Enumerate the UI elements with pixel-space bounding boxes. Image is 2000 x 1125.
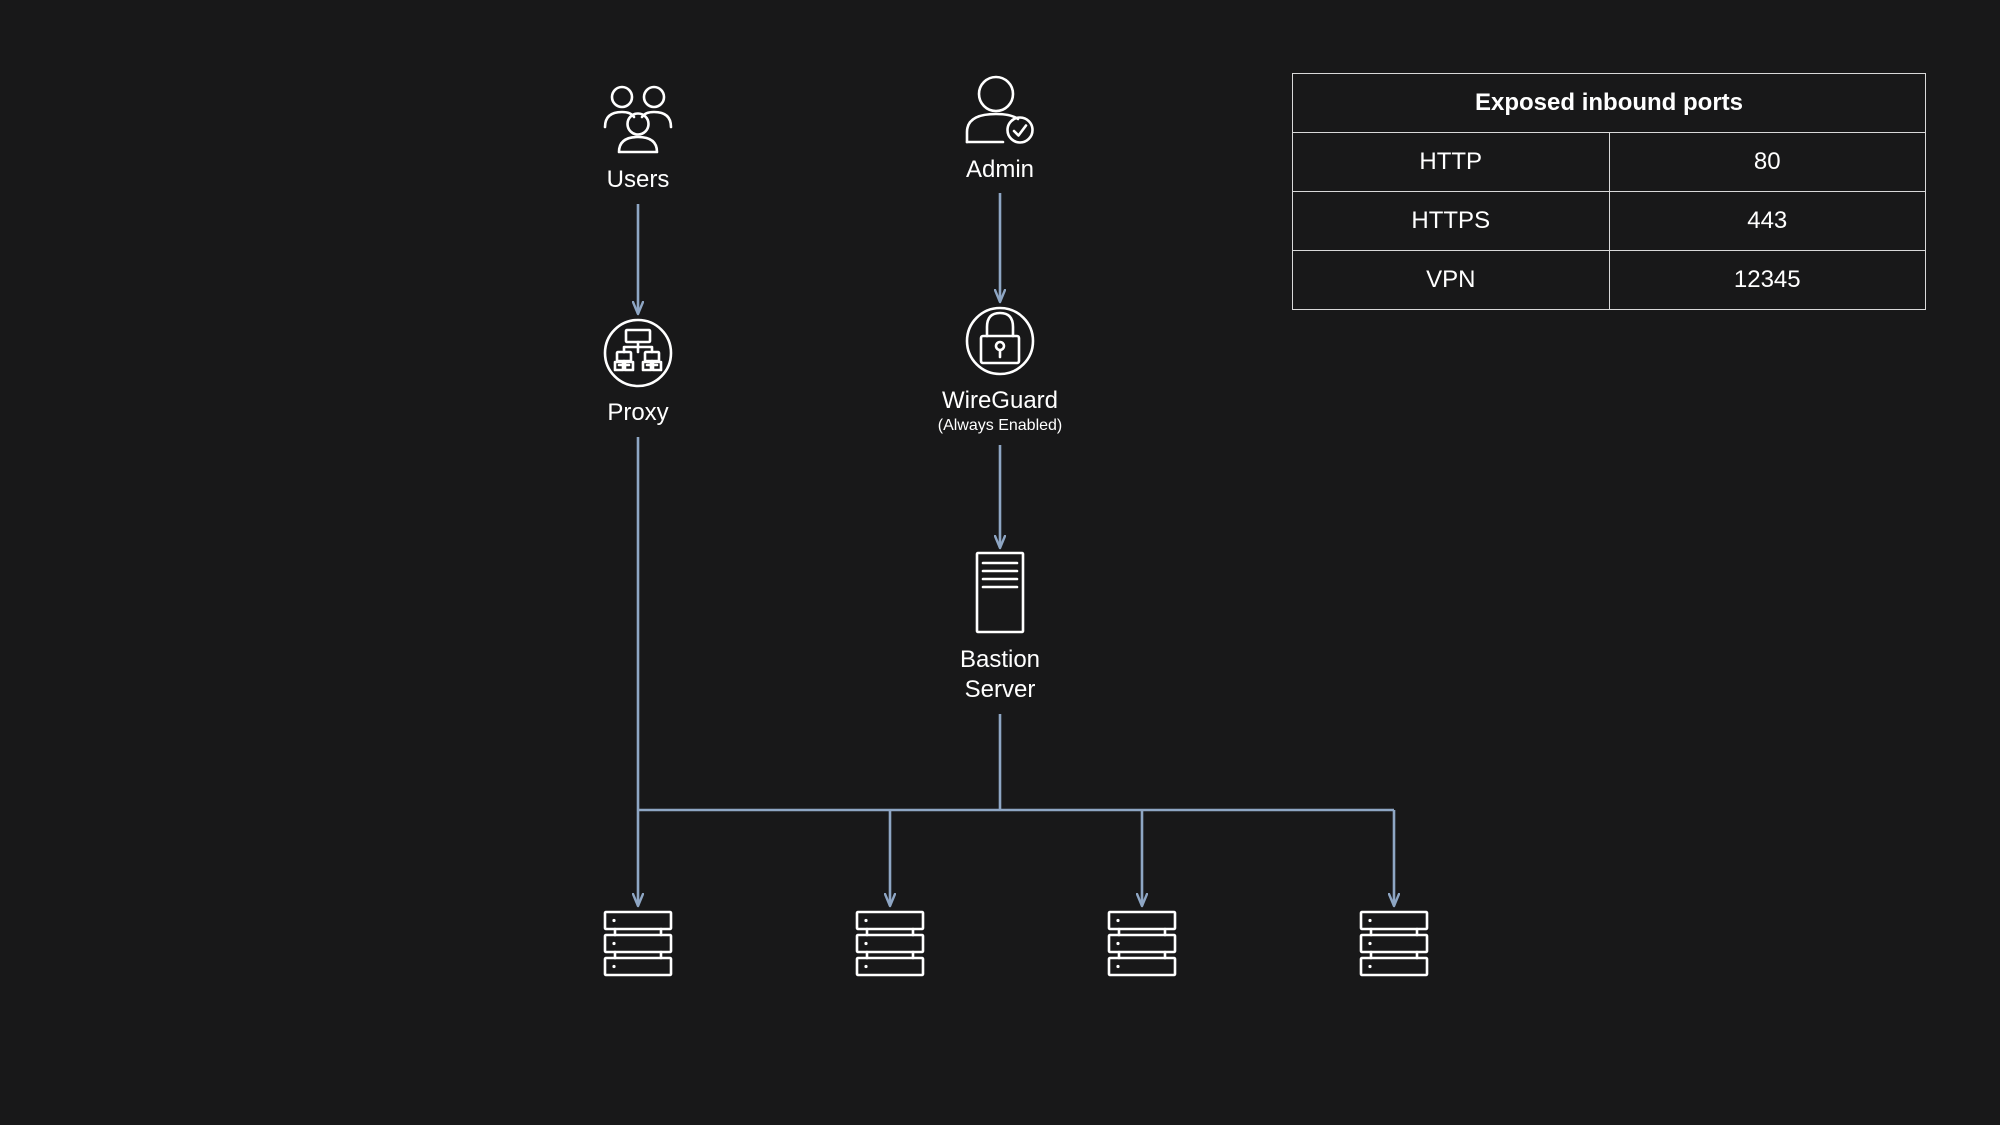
server-tower-icon — [975, 551, 1025, 634]
server-stack-icon — [1359, 910, 1429, 977]
table-row: VPN 12345 — [1292, 250, 1926, 310]
network-hierarchy-icon — [603, 318, 673, 388]
connectors — [638, 193, 1394, 906]
bastion-label-line-1: Bastion — [959, 646, 1041, 673]
server-stack-icon — [1107, 910, 1177, 977]
wireguard-label: WireGuard — [941, 387, 1059, 414]
users-label: Users — [606, 166, 670, 193]
table-title: Exposed inbound ports — [1292, 73, 1926, 133]
bastion-label-line-2: Server — [964, 676, 1036, 703]
admin-label: Admin — [965, 156, 1035, 183]
port-cell: 12345 — [1608, 250, 1926, 310]
protocol-cell: VPN — [1292, 250, 1610, 310]
port-cell: 80 — [1608, 132, 1926, 192]
table-header-row: Exposed inbound ports — [1292, 73, 1926, 133]
server-stack-icon — [603, 910, 673, 977]
protocol-cell: HTTPS — [1292, 191, 1610, 251]
table-row: HTTPS 443 — [1292, 191, 1926, 251]
server-stack-icon — [855, 910, 925, 977]
wireguard-sublabel: (Always Enabled) — [937, 417, 1063, 434]
port-cell: 443 — [1608, 191, 1926, 251]
table-row: HTTP 80 — [1292, 132, 1926, 192]
users-group-icon — [603, 85, 673, 154]
admin-user-check-icon — [965, 75, 1034, 144]
protocol-cell: HTTP — [1292, 132, 1610, 192]
target-servers — [603, 910, 1429, 977]
exposed-ports-table: Exposed inbound ports HTTP 80 HTTPS 443 … — [1292, 73, 1926, 310]
proxy-label: Proxy — [607, 399, 669, 426]
padlock-icon — [965, 306, 1035, 376]
